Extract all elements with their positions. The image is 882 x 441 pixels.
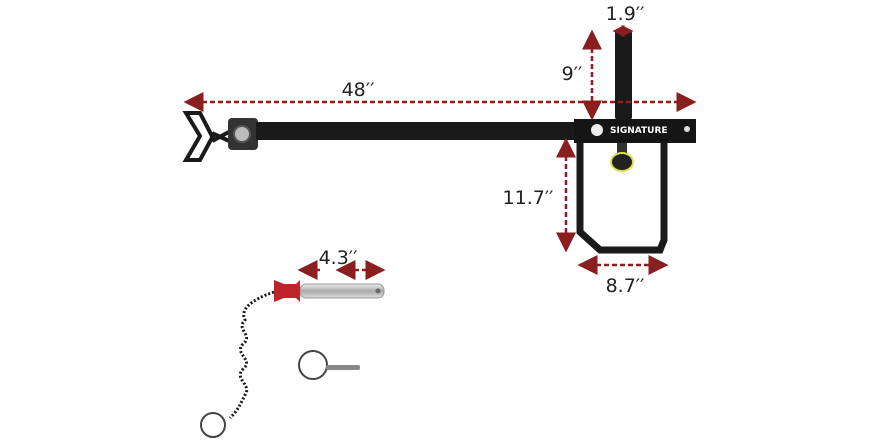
pin-handle: [274, 280, 300, 302]
dimension-handle-height: 11.7′′: [503, 137, 576, 253]
dimension-post-diameter: 1.9′′: [606, 3, 645, 37]
pivot-bolt: [233, 125, 251, 143]
dimension-post-height: 9′′: [562, 29, 602, 121]
brand-logo: SIGNATURE: [610, 126, 668, 136]
coiled-lanyard: [228, 290, 275, 420]
knob-stem: [617, 143, 627, 153]
lanyard-ring: [200, 412, 226, 438]
pin-length-label: 4.3′′: [319, 247, 358, 269]
knob: [610, 152, 634, 172]
handle: [576, 143, 668, 254]
plate-bolt: [684, 126, 690, 132]
length-label: 48′′: [342, 79, 375, 101]
dimension-length: 48′′: [183, 79, 697, 112]
cotter-ring: [298, 350, 328, 380]
fork-end: [182, 111, 242, 162]
landmine-arm: SIGNATURE: [182, 30, 696, 254]
post: [615, 30, 632, 120]
cotter-pin: [326, 365, 360, 370]
quick-release-pin: 4.3′′: [200, 247, 386, 438]
handle-height-label: 11.7′′: [503, 187, 554, 209]
post-diameter-label: 1.9′′: [606, 3, 645, 25]
ring-cotter-pin: [298, 350, 360, 380]
dimension-handle-width: 8.7′′: [577, 255, 669, 297]
handle-width-label: 8.7′′: [606, 275, 645, 297]
pin-rod: [299, 283, 385, 299]
pin-hole: [375, 288, 381, 294]
logo-bear-icon: [591, 124, 603, 136]
post-height-label: 9′′: [562, 63, 583, 85]
